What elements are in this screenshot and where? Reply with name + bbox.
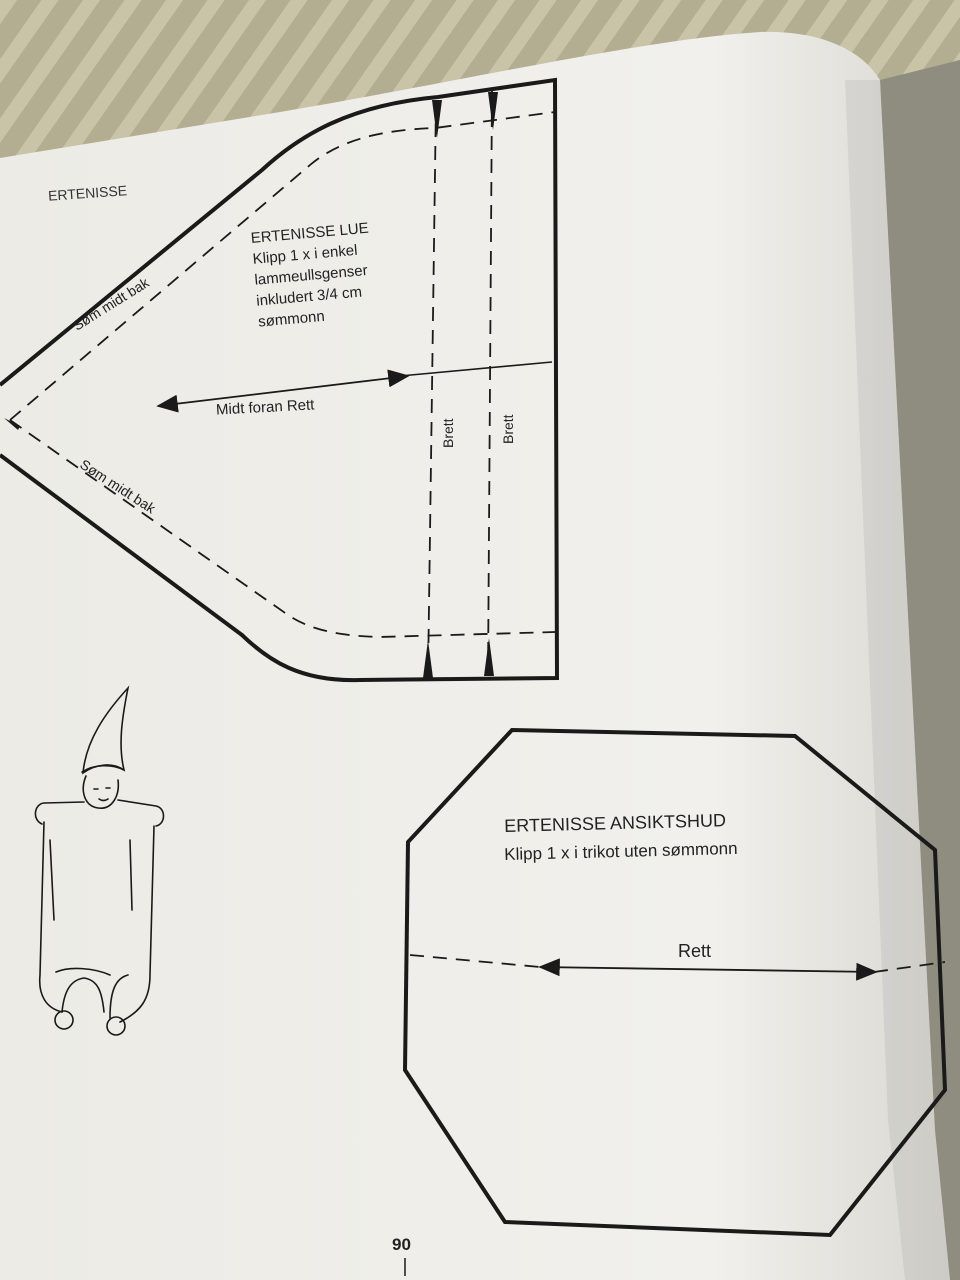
hat-center-line (399, 361, 553, 377)
page-number: 90 (392, 1235, 411, 1254)
gnome-legs (55, 967, 129, 1019)
gnome-body (38, 821, 155, 1023)
hat-tip-mark (4, 418, 20, 430)
notch-mark (488, 92, 498, 130)
notch-mark (423, 640, 433, 678)
fold-line-2 (487, 89, 493, 677)
gnome-body-folds (49, 839, 133, 921)
face-grain-arrow (538, 958, 878, 981)
notch-mark (432, 100, 442, 138)
gnome-illustration (34, 685, 165, 1036)
fold-label-2: Brett (500, 414, 516, 444)
gnome-foot (106, 1016, 126, 1036)
page-gutter-shadow (845, 80, 950, 1280)
gnome-arms (34, 799, 165, 827)
hat-seam-allowance-line (9, 111, 556, 421)
gnome-foot (54, 1010, 74, 1030)
page-paper (0, 31, 950, 1280)
face-cut-outline (402, 727, 948, 1238)
hat-pattern-label: ERTENISSE LUE Klipp 1 x i enkel lammeull… (250, 218, 377, 333)
hat-pattern (0, 77, 560, 683)
hat-cut-outline (0, 77, 560, 683)
face-pattern (402, 727, 948, 1238)
gnome-hat-brim (81, 764, 125, 773)
fold-label-1: Brett (440, 418, 456, 448)
fold-line-1 (427, 99, 437, 679)
hat-grain-arrow (156, 369, 410, 413)
face-grain-label: Rett (678, 941, 712, 961)
gnome-face-features (93, 787, 111, 802)
notch-mark (484, 638, 494, 676)
face-grain-line-right (873, 961, 946, 973)
gnome-face (82, 775, 120, 809)
